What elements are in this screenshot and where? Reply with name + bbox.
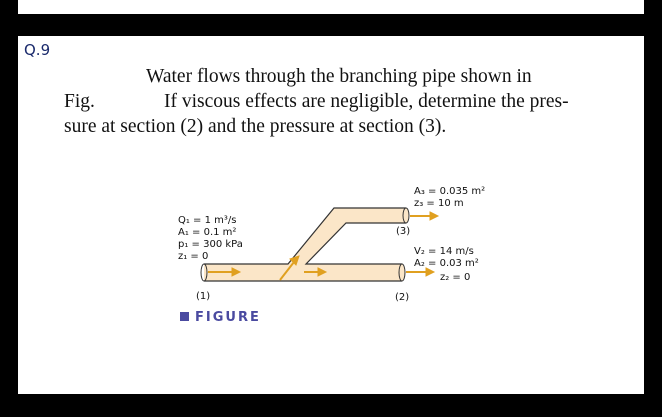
section-2-label: (2)	[395, 292, 409, 303]
problem-line-2: Fig. If viscous effects are negligible, d…	[64, 89, 620, 114]
section-3-elevation: z₃ = 10 m	[414, 198, 464, 209]
problem-line-1: Water flows through the branching pipe s…	[146, 66, 532, 87]
flow-arrow-outlet-3	[410, 211, 440, 221]
section-1-elevation: z₁ = 0	[178, 251, 208, 262]
section-3-cap	[402, 207, 410, 224]
section-1-area: A₁ = 0.1 m²	[178, 227, 236, 238]
pipe-body	[204, 264, 402, 281]
problem-statement: Water flows through the branching pipe s…	[64, 64, 620, 139]
section-2-cap	[398, 263, 406, 282]
section-1-label: (1)	[196, 291, 210, 302]
branching-pipe-figure: Q₁ = 1 m³/s A₁ = 0.1 m² p₁ = 300 kPa z₁ …	[178, 186, 485, 303]
section-2-elevation: z₂ = 0	[440, 272, 470, 283]
top-strip	[18, 0, 644, 14]
section-1-cap	[200, 263, 208, 282]
section-2-area: A₂ = 0.03 m²	[414, 258, 479, 269]
flow-arrow-branch	[279, 255, 300, 281]
section-3-label: (3)	[396, 226, 410, 237]
flow-arrow-inlet	[208, 267, 242, 277]
section-2-velocity: V₂ = 14 m/s	[414, 246, 474, 257]
flow-arrow-main	[304, 267, 328, 277]
problem-line-2-text: If viscous effects are negligible, deter…	[164, 91, 569, 112]
pipe-outline-mid	[304, 222, 406, 265]
figure-caption: FIGURE	[180, 310, 261, 325]
question-number: Q.9	[24, 41, 51, 59]
section-1-flowrate: Q₁ = 1 m³/s	[178, 215, 237, 226]
pipe-outline-top	[204, 207, 406, 265]
figure-caption-text: FIGURE	[195, 310, 261, 325]
fig-reference: Fig.	[64, 91, 95, 112]
caption-square-icon	[180, 312, 189, 321]
problem-line-3: sure at section (2) and the pressure at …	[64, 116, 447, 137]
pipe-branch	[288, 208, 406, 264]
section-1-pressure: p₁ = 300 kPa	[178, 239, 243, 250]
section-3-area: A₃ = 0.035 m²	[414, 186, 485, 197]
document-page: Q.9 Water flows through the branching pi…	[18, 36, 644, 394]
flow-arrow-outlet-2	[406, 267, 436, 277]
